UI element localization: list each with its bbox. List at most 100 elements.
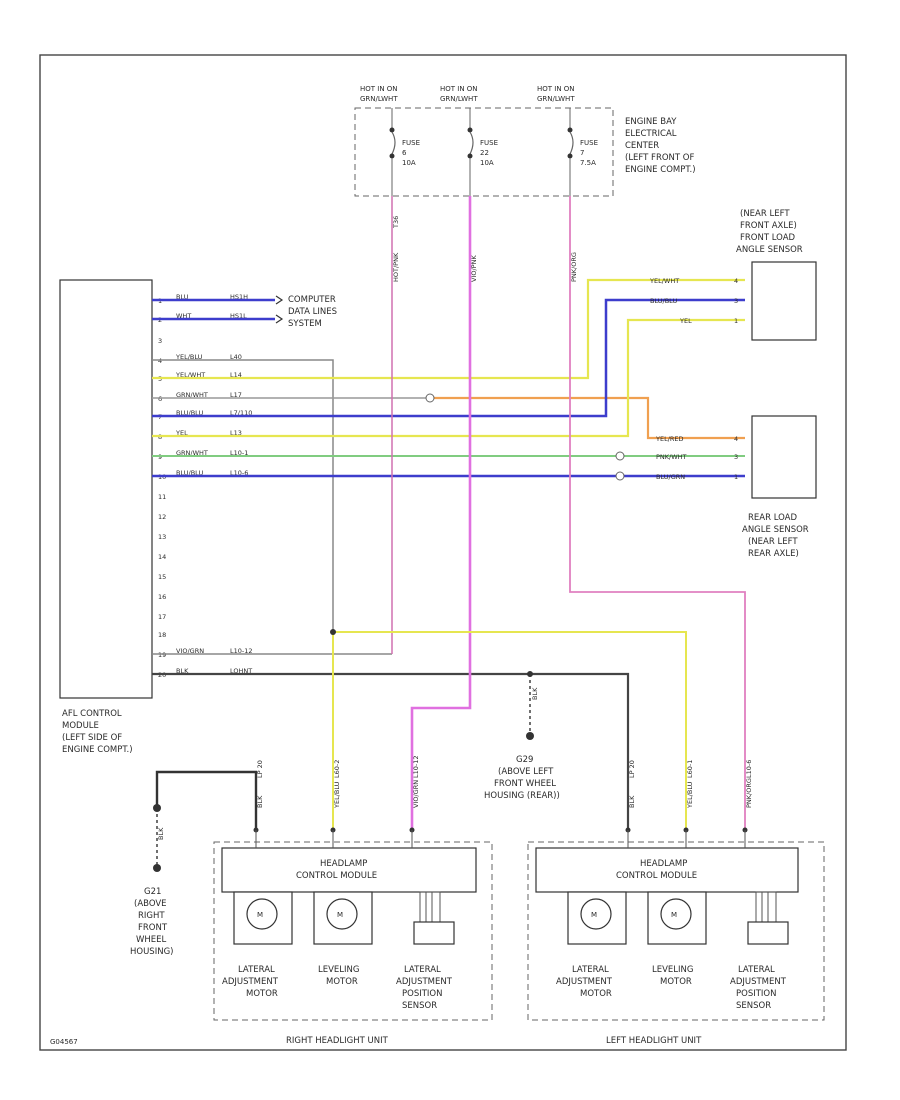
svg-text:ELECTRICAL: ELECTRICAL [625, 129, 677, 139]
svg-text:VIO/GRN: VIO/GRN [412, 780, 420, 808]
front-load-angle-sensor [751, 261, 817, 341]
ground-wire-label: BLK [531, 687, 539, 700]
computer-data-lines-label: COMPUTER DATA LINES SYSTEM [288, 295, 337, 329]
svg-text:CENTER: CENTER [625, 141, 659, 151]
fuse-number: 6 [402, 149, 407, 157]
module-pin-number: 3 [158, 337, 162, 345]
fuse-name: FUSE [402, 139, 420, 147]
wire-label: HOT/PNK [392, 252, 400, 282]
svg-text:LATERAL: LATERAL [404, 965, 441, 975]
ground-g21-label: G21 (ABOVE RIGHT FRONT WHEEL HOUSING) [130, 887, 173, 957]
svg-text:(ABOVE: (ABOVE [134, 899, 167, 909]
svg-text:M: M [337, 911, 343, 919]
module-pin-circuit: L13 [230, 429, 242, 437]
sensor-icon [755, 891, 777, 923]
svg-text:3: 3 [734, 297, 738, 305]
fuse-relay-label: GRN/LWHT [360, 95, 398, 103]
fuse-name: FUSE [480, 139, 498, 147]
module-pin-wire-color: BLK [176, 667, 189, 675]
right-headlight-unit: HEADLAMP CONTROL MODULE BLK LP 20 YEL/BL… [213, 755, 493, 1046]
fuse-hot-label: HOT IN ON [537, 85, 575, 93]
module-pin-circuit: L10-6 [230, 469, 248, 477]
wire-label: T36 [392, 216, 400, 229]
left-headlamp-control-module [535, 847, 799, 893]
motor-icon [326, 898, 358, 930]
module-pin-wire-color: BLU/BLU [176, 469, 203, 477]
svg-text:SENSOR: SENSOR [402, 1001, 437, 1011]
svg-text:AFL CONTROL: AFL CONTROL [62, 709, 122, 719]
svg-text:BLK: BLK [628, 795, 636, 808]
svg-text:BLK: BLK [256, 795, 264, 808]
svg-text:FRONT AXLE): FRONT AXLE) [740, 221, 797, 231]
svg-text:(LEFT FRONT OF: (LEFT FRONT OF [625, 153, 694, 163]
svg-text:MOTOR: MOTOR [580, 989, 612, 999]
module-pin-circuit: L14 [230, 371, 242, 379]
svg-text:MOTOR: MOTOR [326, 977, 358, 987]
svg-text:FRONT: FRONT [138, 923, 168, 933]
svg-text:1: 1 [734, 317, 738, 325]
module-pin-circuit: HS1L [230, 312, 247, 320]
module-pin-wire-color: GRN/WHT [176, 449, 208, 457]
svg-text:4: 4 [734, 277, 738, 285]
svg-text:PNK/ORG: PNK/ORG [745, 778, 753, 808]
right-headlight-unit-title: RIGHT HEADLIGHT UNIT [286, 1036, 389, 1046]
svg-text:LP 20: LP 20 [628, 760, 636, 778]
svg-text:YEL/RED: YEL/RED [655, 435, 684, 443]
engine-bay-electrical-center: HOT IN ON GRN/LWHT FUSE 6 10A HOT IN ON … [354, 85, 696, 197]
fuse-relay-label: GRN/LWHT [440, 95, 478, 103]
svg-text:ENGINE COMPT.): ENGINE COMPT.) [625, 165, 696, 175]
svg-text:FRONT WHEEL: FRONT WHEEL [494, 779, 556, 789]
module-pin-wire-color: YEL/BLU [175, 353, 203, 361]
fuse-rating: 10A [480, 159, 494, 167]
module-pin-circuit: L10-1 [230, 449, 248, 457]
svg-text:MODULE: MODULE [62, 721, 99, 731]
svg-text:G29: G29 [516, 755, 533, 765]
motor-icon [660, 898, 692, 930]
ground-wire-label: BLK [157, 827, 165, 840]
module-pin-number: 15 [158, 573, 166, 581]
svg-text:HOUSING (REAR)): HOUSING (REAR)) [484, 791, 560, 801]
wire-label: VIO/PNK [470, 255, 478, 282]
module-pin-number: 4 [158, 357, 162, 365]
rear-sensor-wire-labels: YEL/RED 4 PNK/WHT 3 BLU/GRN 1 [655, 435, 738, 481]
svg-text:LEVELING: LEVELING [652, 965, 693, 975]
svg-text:SENSOR: SENSOR [736, 1001, 771, 1011]
svg-text:POSITION: POSITION [736, 989, 776, 999]
module-pin-number: 12 [158, 513, 166, 521]
module-pin-number: 6 [158, 395, 162, 403]
fuse-hot-label: HOT IN ON [360, 85, 398, 93]
front-sensor-wire-labels: YEL/WHT 4 BLU/BLU 3 YEL 1 [649, 277, 738, 325]
svg-text:HEADLAMP: HEADLAMP [640, 859, 687, 869]
module-pin-number: 17 [158, 613, 166, 621]
right-motor-labels: LATERAL ADJUSTMENT MOTOR LEVELING MOTOR … [222, 965, 453, 1011]
svg-text:WHEEL: WHEEL [136, 935, 167, 945]
svg-text:BLU/BLU: BLU/BLU [650, 297, 677, 305]
left-headlight-unit-title: LEFT HEADLIGHT UNIT [606, 1036, 702, 1046]
svg-text:YEL/WHT: YEL/WHT [649, 277, 679, 285]
rear-load-angle-sensor [751, 415, 817, 499]
engine-bay-label: ENGINE BAY ELECTRICAL CENTER (LEFT FRONT… [625, 117, 696, 175]
svg-text:(LEFT SIDE OF: (LEFT SIDE OF [62, 733, 122, 743]
svg-text:(NEAR LEFT: (NEAR LEFT [748, 537, 798, 547]
module-pin-wire-color: YEL [175, 429, 188, 437]
svg-text:RIGHT: RIGHT [138, 911, 165, 921]
svg-text:LEVELING: LEVELING [318, 965, 359, 975]
svg-text:(ABOVE LEFT: (ABOVE LEFT [498, 767, 554, 777]
module-pin-number: 13 [158, 533, 166, 541]
svg-text:FRONT LOAD: FRONT LOAD [740, 233, 796, 243]
afl-module-label: AFL CONTROL MODULE (LEFT SIDE OF ENGINE … [62, 709, 133, 755]
module-pins: 1BLUHS1H2WHTHS1L34YEL/BLUL405YEL/WHTL146… [158, 293, 253, 679]
svg-text:REAR AXLE): REAR AXLE) [748, 549, 799, 559]
svg-text:YEL/BLU: YEL/BLU [686, 781, 694, 809]
module-pin-wire-color: YEL/WHT [175, 371, 205, 379]
left-motor-labels: LATERAL ADJUSTMENT MOTOR LEVELING MOTOR … [556, 965, 787, 1011]
svg-text:HEADLAMP: HEADLAMP [320, 859, 367, 869]
svg-text:M: M [671, 911, 677, 919]
fuse-rating: 7.5A [580, 159, 596, 167]
svg-text:HOUSING): HOUSING) [130, 947, 173, 957]
figure-code: G04567 [50, 1038, 78, 1046]
svg-text:L60-1: L60-1 [686, 760, 694, 778]
module-pin-number: 18 [158, 631, 166, 639]
svg-text:L60-2: L60-2 [333, 760, 341, 778]
svg-text:ENGINE COMPT.): ENGINE COMPT.) [62, 745, 133, 755]
